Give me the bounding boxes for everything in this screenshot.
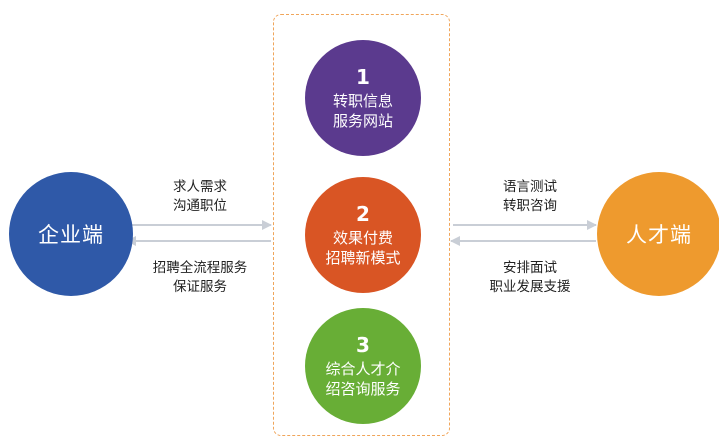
left-bottom-line1: 招聘全流程服务 <box>152 260 248 276</box>
step-2-node: 2 效果付费 招聘新模式 <box>305 177 421 293</box>
step-3-node: 3 综合人才介 绍咨询服务 <box>305 308 421 424</box>
step-3-line2: 绍咨询服务 <box>325 380 401 398</box>
center-frame <box>273 14 450 436</box>
right-bottom-text: 安排面试 职业发展支援 <box>460 259 600 297</box>
step-1-line2: 服务网站 <box>332 112 393 130</box>
right-bottom-line1: 安排面试 <box>503 260 557 276</box>
step-2-number: 2 <box>356 202 370 226</box>
step-1-line1: 转职信息 <box>332 92 393 110</box>
right-top-text: 语言测试 转职咨询 <box>460 178 600 216</box>
enterprise-label: 企业端 <box>38 223 104 247</box>
talent-node: 人才端 <box>597 172 719 296</box>
right-bottom-line2: 职业发展支援 <box>489 279 571 295</box>
talent-label: 人才端 <box>626 223 692 247</box>
left-bottom-line2: 保证服务 <box>173 279 227 295</box>
step-1-number: 1 <box>356 65 370 89</box>
step-1-node: 1 转职信息 服务网站 <box>305 40 421 156</box>
step-3-number: 3 <box>356 333 370 357</box>
step-3-line1: 综合人才介 <box>325 360 401 378</box>
left-top-text: 求人需求 沟通职位 <box>130 178 270 216</box>
left-bottom-text: 招聘全流程服务 保证服务 <box>130 259 270 297</box>
left-top-line1: 求人需求 <box>173 179 227 195</box>
enterprise-node: 企业端 <box>9 172 133 296</box>
right-top-line2: 转职咨询 <box>503 198 557 214</box>
right-top-line1: 语言测试 <box>503 179 557 195</box>
step-2-line2: 招聘新模式 <box>325 249 401 267</box>
step-2-line1: 效果付费 <box>332 229 393 247</box>
left-top-line2: 沟通职位 <box>173 198 227 214</box>
